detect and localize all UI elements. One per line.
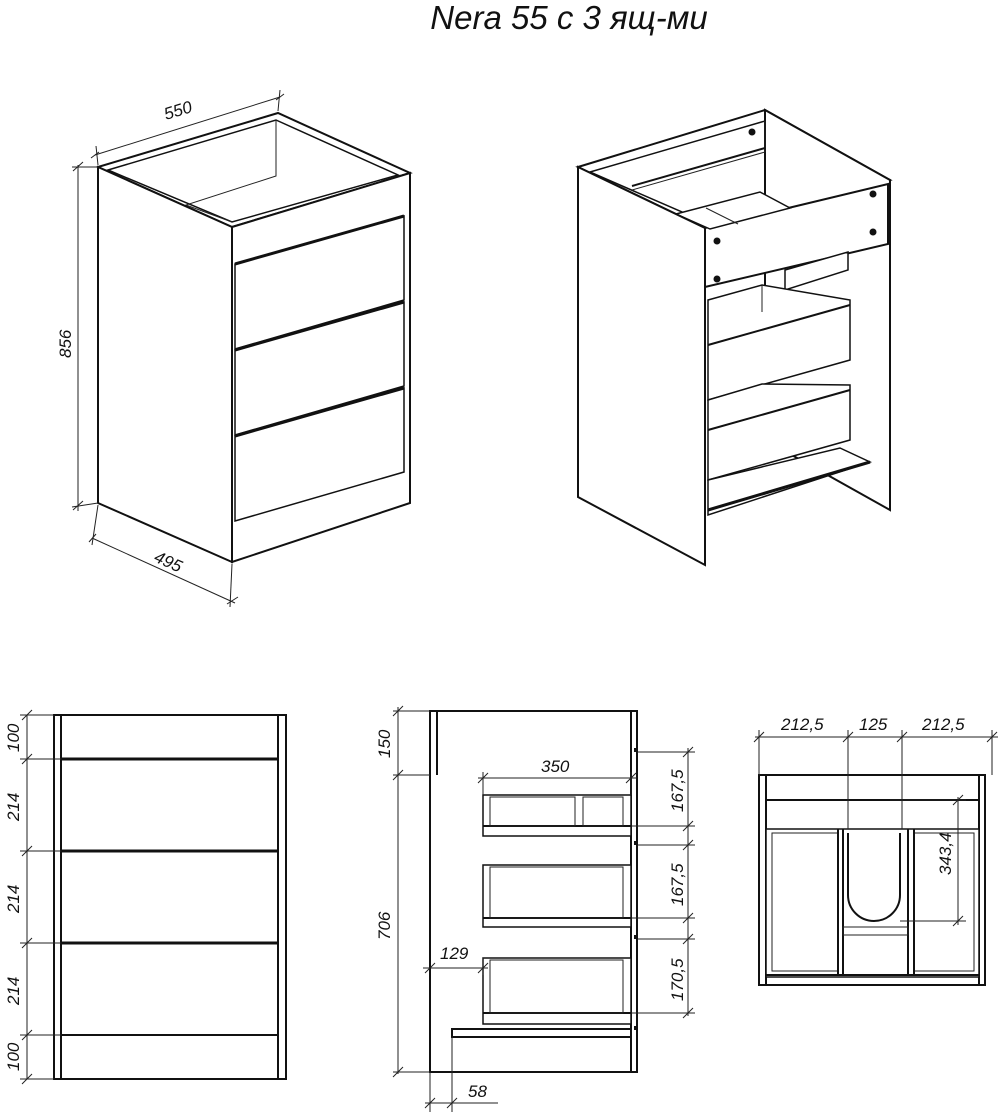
side-top-gap-label: 150: [375, 729, 394, 758]
iso-height-label: 856: [56, 329, 75, 358]
side-drawer3-label: 170,5: [668, 958, 687, 1001]
top-left-label: 212,5: [780, 715, 824, 734]
front-drawer3-label: 214: [4, 977, 23, 1006]
top-right-label: 212,5: [921, 715, 965, 734]
front-bottom-label: 100: [4, 1042, 23, 1071]
iso-width-label: 550: [162, 97, 195, 124]
side-offset-label: 129: [440, 944, 469, 963]
side-drawer-depth-label: 350: [541, 757, 570, 776]
side-inner-height-label: 706: [375, 911, 394, 940]
front-view: 100 214 214 214 100: [4, 709, 287, 1085]
side-section-view: 150 706 350 167,5 167,5 170,5: [375, 705, 695, 1112]
diagram-title: Nera 55 с 3 ящ-ми: [430, 0, 708, 36]
front-drawer2-label: 214: [4, 885, 23, 914]
top-center-label: 125: [859, 715, 888, 734]
iso-depth-label: 495: [151, 547, 185, 576]
front-drawer1-label: 214: [4, 793, 23, 822]
top-cutout-label: 343,4: [936, 832, 955, 875]
side-plinth-label: 58: [468, 1082, 487, 1101]
iso-open-view: [575, 108, 893, 567]
top-view: 212,5 125 212,5 343,4: [753, 715, 998, 986]
front-top-label: 100: [4, 723, 23, 752]
iso-closed-view: 550 856 495: [56, 89, 413, 608]
side-drawer1-label: 167,5: [668, 769, 687, 812]
side-drawer2-label: 167,5: [668, 863, 687, 906]
